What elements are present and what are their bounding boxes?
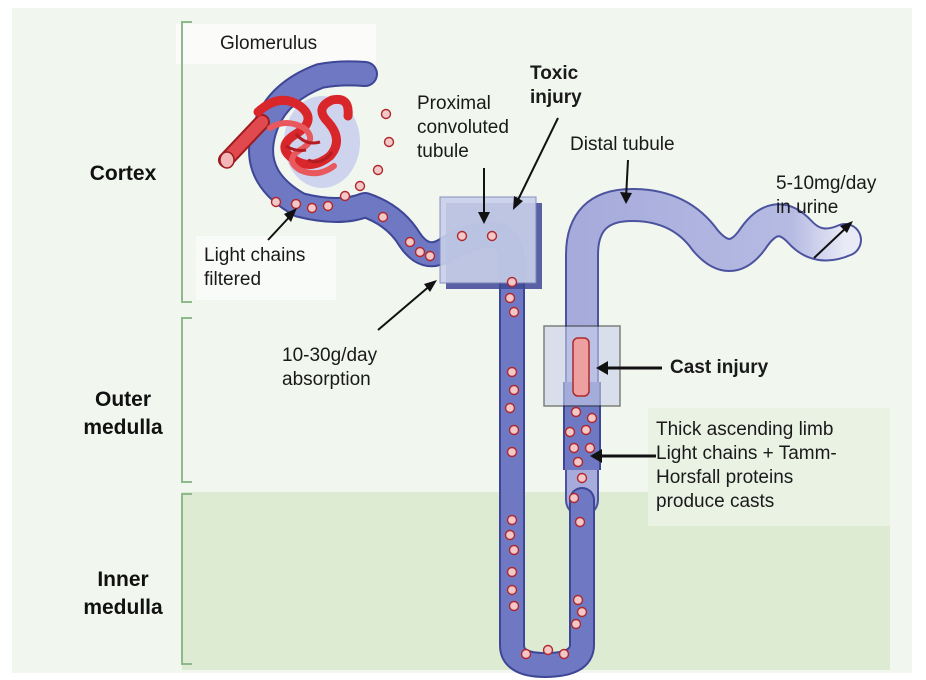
light-chain-dot [458, 232, 467, 241]
light-chain-dot [510, 426, 519, 435]
light-chain-dot [508, 448, 517, 457]
light-chain-dot [586, 444, 595, 453]
light-chain-dot [508, 516, 517, 525]
light-chain-dot [570, 444, 579, 453]
zone-inner-medulla: Inner medulla [78, 566, 168, 622]
light-chain-dot [292, 200, 301, 209]
zone-outer-line-2: medulla [78, 414, 168, 442]
thick-line-1: Thick ascending limb [656, 418, 837, 442]
label-absorption: 10-30g/day absorption [282, 344, 377, 392]
label-urine: 5-10mg/day in urine [776, 172, 876, 220]
proximal-line-3: tubule [417, 140, 509, 164]
light-chain-dot [506, 404, 515, 413]
filtered-line-2: filtered [204, 268, 305, 292]
light-chain-dot [488, 232, 497, 241]
light-chain-dot [426, 252, 435, 261]
light-chain-dot [508, 586, 517, 595]
light-chain-dot [374, 166, 383, 175]
proximal-line-1: Proximal [417, 92, 509, 116]
label-cast-injury: Cast injury [670, 356, 768, 380]
label-glomerulus: Glomerulus [220, 32, 317, 56]
cast [573, 338, 589, 396]
label-distal-tubule: Distal tubule [570, 133, 675, 157]
thick-line-2: Light chains + Tamm- [656, 442, 837, 466]
light-chain-dot [406, 238, 415, 247]
light-chain-dot [356, 182, 365, 191]
light-chain-dot [508, 368, 517, 377]
light-chain-dot [324, 202, 333, 211]
light-chain-dot [506, 531, 515, 540]
filtered-line-1: Light chains [204, 244, 305, 268]
light-chain-dot [341, 192, 350, 201]
light-chain-dot [508, 278, 517, 287]
light-chain-dot [566, 428, 575, 437]
light-chain-dot [572, 620, 581, 629]
light-chain-dot [510, 386, 519, 395]
light-chain-dot [272, 198, 281, 207]
light-chain-dot [510, 308, 519, 317]
label-light-chains-filtered: Light chains filtered [204, 244, 305, 292]
light-chain-dot [522, 650, 531, 659]
proximal-line-2: convoluted [417, 116, 509, 140]
zone-inner-line-1: Inner [78, 566, 168, 594]
thick-line-4: produce casts [656, 490, 837, 514]
light-chain-dot [510, 602, 519, 611]
absorption-line-1: 10-30g/day [282, 344, 377, 368]
light-chain-dot [308, 204, 317, 213]
light-chain-dot [576, 518, 585, 527]
label-thick-ascending-limb: Thick ascending limb Light chains + Tamm… [656, 418, 837, 514]
urine-line-2: in urine [776, 196, 876, 220]
zone-cortex: Cortex [78, 160, 168, 188]
light-chain-dot [578, 474, 587, 483]
toxic-injury-box [440, 197, 536, 283]
light-chain-dot [379, 213, 388, 222]
light-chain-dot [578, 608, 587, 617]
light-chain-dot [544, 646, 553, 655]
light-chain-dot [382, 110, 391, 119]
zone-inner-line-2: medulla [78, 594, 168, 622]
light-chain-dot [574, 458, 583, 467]
light-chain-dot [510, 546, 519, 555]
light-chain-dot [588, 414, 597, 423]
urine-line-1: 5-10mg/day [776, 172, 876, 196]
label-toxic-injury: Toxic injury [530, 62, 582, 110]
light-chain-dot [574, 596, 583, 605]
thick-line-3: Horsfall proteins [656, 466, 837, 490]
zone-outer-medulla: Outer medulla [78, 386, 168, 442]
light-chain-dot [582, 426, 591, 435]
toxic-line-1: Toxic [530, 62, 582, 86]
zone-outer-line-1: Outer [78, 386, 168, 414]
light-chain-dot [560, 650, 569, 659]
absorption-line-2: absorption [282, 368, 377, 392]
light-chain-dot [572, 408, 581, 417]
light-chain-dot [385, 138, 394, 147]
light-chain-dot [508, 568, 517, 577]
light-chain-dot [416, 248, 425, 257]
toxic-line-2: injury [530, 86, 582, 110]
light-chain-dot [570, 494, 579, 503]
light-chain-dot [506, 294, 515, 303]
label-proximal-tubule: Proximal convoluted tubule [417, 92, 509, 164]
